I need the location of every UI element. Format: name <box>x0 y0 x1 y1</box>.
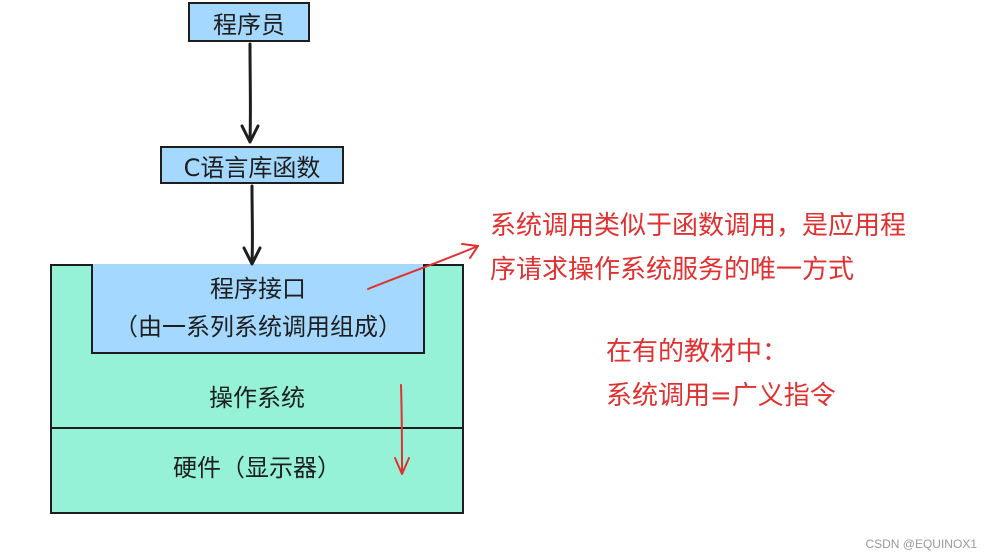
program-interface-subtitle: （由一系列系统调用组成） <box>114 313 402 341</box>
c-library-box: C语言库函数 <box>160 146 344 184</box>
arrow-clib-to-api <box>242 184 262 266</box>
syscall-note-line2: 序请求操作系统服务的唯一方式 <box>490 255 855 285</box>
hardware-label: 硬件（显示器） <box>173 454 341 482</box>
program-interface-box: 程序接口 （由一系列系统调用组成） <box>91 264 425 354</box>
arrow-os-to-hardware <box>394 384 410 475</box>
os-label: 操作系统 <box>209 384 305 412</box>
watermark: CSDN @EQUINOX1 <box>865 537 977 551</box>
arrow-api-to-note <box>367 243 479 290</box>
programmer-box: 程序员 <box>188 2 310 42</box>
os-hardware-divider <box>50 427 464 429</box>
textbook-note-line1: 在有的教材中： <box>606 337 789 367</box>
textbook-note: 在有的教材中： 系统调用=广义指令 <box>606 330 836 418</box>
syscall-note: 系统调用类似于函数调用，是应用程 序请求操作系统服务的唯一方式 <box>490 204 906 292</box>
arrow-programmer-to-clib <box>240 42 260 144</box>
textbook-note-line2: 系统调用=广义指令 <box>606 381 836 411</box>
program-interface-title: 程序接口 <box>210 275 306 303</box>
syscall-note-line1: 系统调用类似于函数调用，是应用程 <box>490 211 907 241</box>
